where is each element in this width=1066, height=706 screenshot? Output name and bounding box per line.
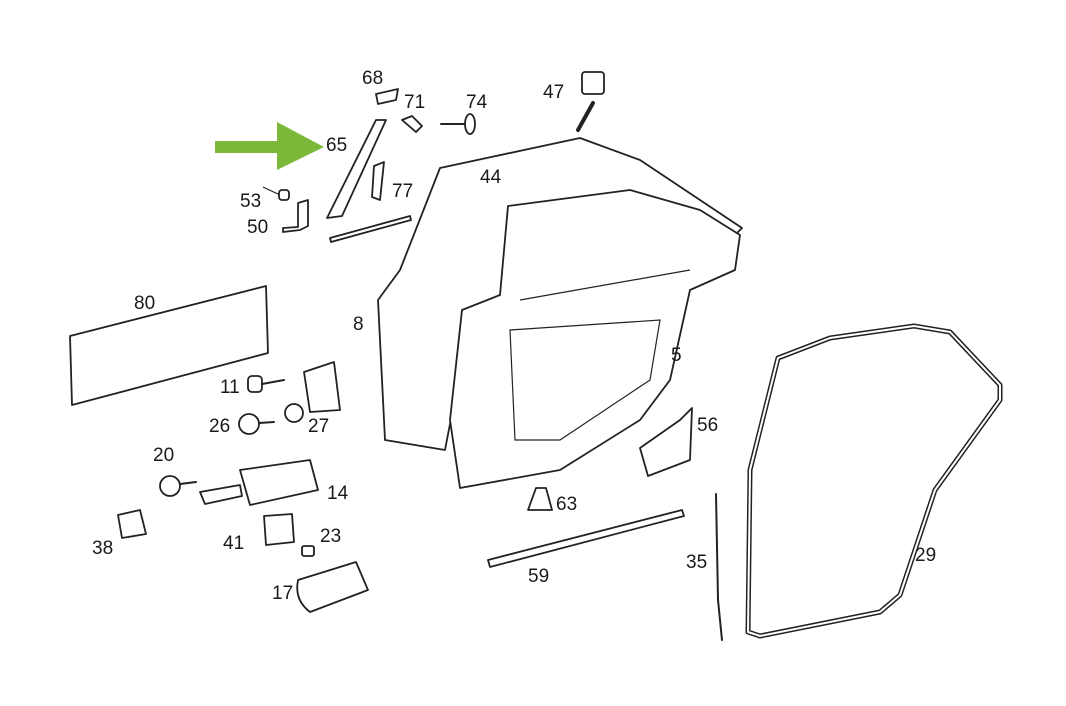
label-47: 47	[543, 82, 564, 103]
label-5: 5	[671, 345, 682, 366]
highlight-arrow-icon	[215, 122, 324, 170]
label-35: 35	[686, 552, 707, 573]
label-71: 71	[404, 92, 425, 113]
part-56[interactable]	[639, 407, 693, 477]
label-29: 29	[915, 545, 936, 566]
label-56: 56	[697, 415, 718, 436]
label-50: 50	[247, 217, 268, 238]
label-68: 68	[362, 68, 383, 89]
label-63: 63	[556, 494, 577, 515]
label-44: 44	[480, 167, 502, 188]
label-77: 77	[392, 181, 413, 202]
label-11: 11	[220, 377, 240, 398]
part-38[interactable]	[117, 509, 147, 539]
part-71[interactable]	[401, 115, 423, 133]
label-53: 53	[240, 191, 261, 212]
label-17: 17	[272, 583, 293, 604]
label-20: 20	[153, 445, 174, 466]
part-59-rail[interactable]	[487, 509, 685, 568]
part-68[interactable]	[375, 88, 399, 105]
label-38: 38	[92, 538, 113, 559]
part-strip-lower[interactable]	[329, 215, 412, 243]
part-63-clip[interactable]	[527, 487, 553, 511]
label-26: 26	[209, 416, 230, 437]
part-27-nut[interactable]	[284, 403, 304, 423]
label-65: 65	[326, 135, 347, 156]
part-23-screw[interactable]	[301, 545, 315, 557]
label-74: 74	[466, 92, 488, 113]
label-8: 8	[353, 314, 364, 335]
part-77[interactable]	[371, 161, 385, 201]
label-80: 80	[134, 293, 155, 314]
part-53-bolt[interactable]	[262, 186, 290, 201]
label-27: 27	[308, 416, 329, 437]
label-59: 59	[528, 566, 549, 587]
label-41: 41	[223, 533, 244, 554]
part-50-bracket[interactable]	[282, 199, 309, 233]
part-20-bolt[interactable]	[159, 475, 197, 497]
part-35-strip[interactable]	[715, 493, 723, 641]
part-17-handle[interactable]	[296, 561, 369, 613]
part-80-sheet[interactable]	[69, 285, 269, 406]
part-5-inner-door[interactable]	[449, 189, 741, 489]
part-47-clip[interactable]	[576, 71, 605, 132]
part-14-check-strap[interactable]	[199, 459, 319, 506]
part-29-seal[interactable]	[745, 323, 1003, 639]
part-11-bolt[interactable]	[247, 375, 285, 393]
part-41[interactable]	[263, 513, 295, 546]
part-27-hinge[interactable]	[303, 361, 341, 413]
part-26-bolt[interactable]	[238, 413, 275, 435]
part-74-screw[interactable]	[440, 113, 476, 135]
part-65-trim[interactable]	[326, 119, 387, 219]
label-23: 23	[320, 526, 341, 547]
label-14: 14	[327, 483, 349, 504]
